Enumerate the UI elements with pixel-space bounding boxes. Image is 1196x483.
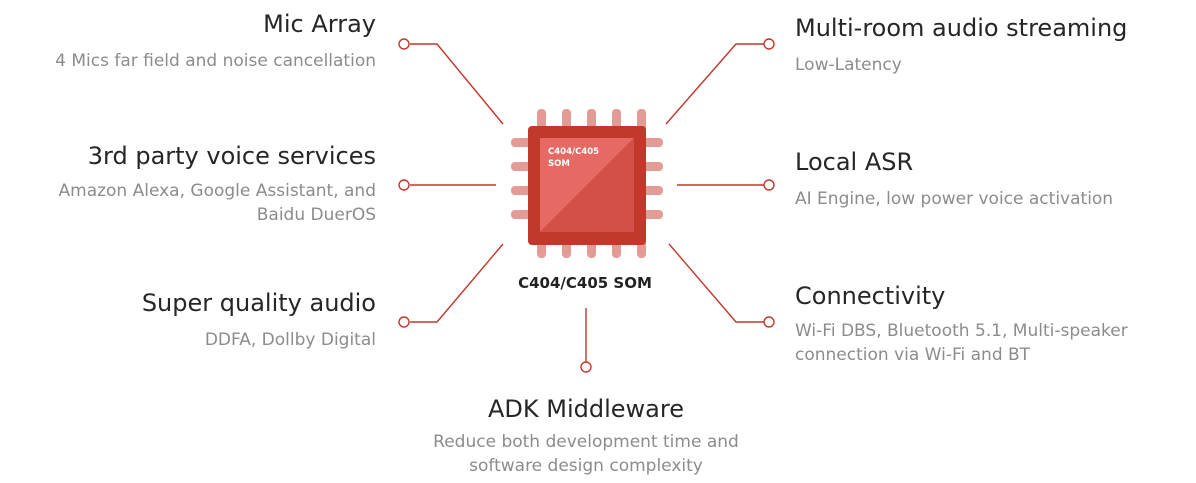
- feature-adk: ADK Middleware Reduce both development t…: [386, 394, 786, 478]
- feature-desc-line1: Reduce both development time and: [433, 432, 739, 452]
- chip-face-dark: [540, 138, 634, 232]
- node-connectivity: [763, 316, 775, 328]
- feature-voice-services: 3rd party voice services Amazon Alexa, G…: [59, 141, 377, 227]
- feature-title: 3rd party voice services: [87, 142, 376, 170]
- feature-desc: Low-Latency: [795, 55, 902, 75]
- connector-audio: [410, 243, 504, 323]
- feature-title: Mic Array: [263, 10, 376, 38]
- node-asr: [763, 179, 775, 191]
- feature-desc: DDFA, Dollby Digital: [204, 330, 376, 350]
- chip-caption: C404/C405 SOM: [518, 274, 652, 292]
- node-mic-array: [398, 38, 410, 50]
- feature-mic-array: Mic Array 4 Mics far field and noise can…: [55, 9, 376, 73]
- feature-title: Multi-room audio streaming: [795, 14, 1128, 42]
- feature-desc: Wi-Fi DBS, Bluetooth 5.1, Multi-speaker …: [795, 319, 1128, 367]
- feature-desc: Amazon Alexa, Google Assistant, and Baid…: [59, 179, 377, 227]
- connector-mic-array: [410, 43, 504, 125]
- feature-desc-line2: Baidu DuerOS: [256, 205, 376, 225]
- feature-connectivity: Connectivity Wi-Fi DBS, Bluetooth 5.1, M…: [795, 281, 1128, 367]
- feature-desc: 4 Mics far field and noise cancellation: [55, 51, 376, 71]
- feature-asr: Local ASR AI Engine, low power voice act…: [795, 147, 1113, 211]
- feature-title: Super quality audio: [141, 289, 376, 317]
- feature-title: ADK Middleware: [488, 395, 684, 423]
- node-audio: [398, 316, 410, 328]
- feature-audio: Super quality audio DDFA, Dollby Digital: [142, 288, 376, 352]
- feature-desc-line1: Amazon Alexa, Google Assistant, and: [58, 181, 377, 201]
- feature-desc: Reduce both development time and softwar…: [386, 430, 786, 478]
- feature-title: Connectivity: [795, 282, 946, 310]
- feature-desc-line2: connection via Wi-Fi and BT: [795, 345, 1031, 365]
- chip-inner-label-line1: C404/C405: [548, 147, 600, 157]
- node-adk: [580, 361, 592, 373]
- node-multiroom: [763, 38, 775, 50]
- connector-multiroom: [665, 43, 764, 125]
- connector-connectivity: [668, 243, 764, 323]
- feature-multiroom: Multi-room audio streaming Low-Latency: [795, 13, 1127, 77]
- chip-inner-label-line2: SOM: [548, 159, 570, 169]
- feature-desc-line1: Wi-Fi DBS, Bluetooth 5.1, Multi-speaker: [795, 321, 1128, 341]
- feature-desc: AI Engine, low power voice activation: [795, 189, 1114, 209]
- feature-title: Local ASR: [795, 148, 914, 176]
- node-voice-services: [398, 179, 410, 191]
- feature-desc-line2: software design complexity: [469, 456, 703, 476]
